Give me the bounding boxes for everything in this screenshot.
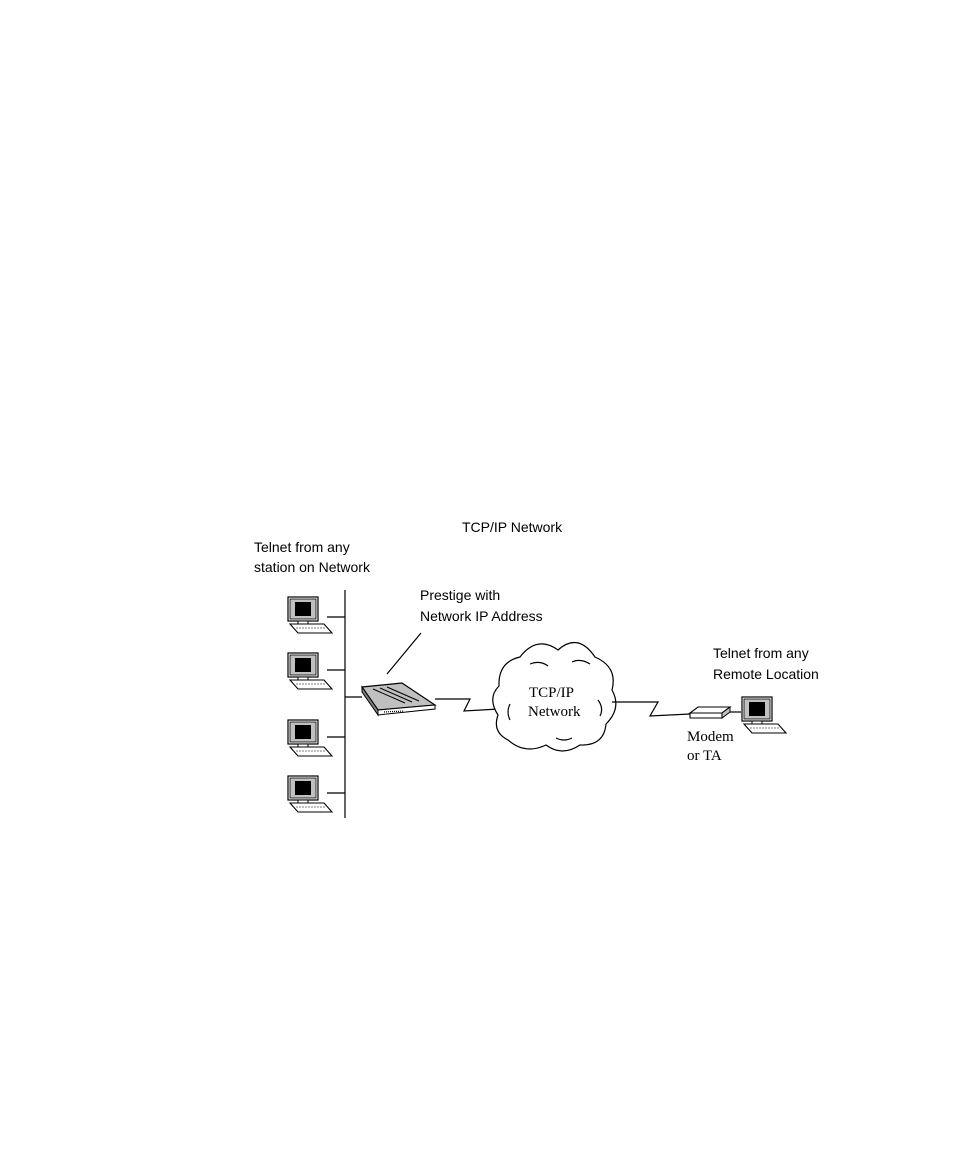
remote-label-line1: Telnet from any: [713, 645, 809, 661]
modem-label-line2: or TA: [687, 748, 722, 764]
prestige-label-line1: Prestige with: [420, 587, 500, 603]
computer-icon: [288, 597, 332, 633]
remote-label-line2: Remote Location: [713, 666, 819, 682]
diagram-title: TCP/IP Network: [462, 519, 563, 535]
modem-label-line1: Modem: [687, 729, 734, 745]
cloud-label-line1: TCP/IP: [529, 685, 574, 701]
local-stations-label-line1: Telnet from any: [254, 539, 350, 555]
modem-icon: [690, 707, 730, 718]
prestige-pointer-line: [387, 633, 421, 674]
wan-link-left: [435, 699, 499, 711]
computer-icon: [288, 653, 332, 689]
wan-link-right: [612, 702, 690, 716]
computer-icon: [288, 776, 332, 812]
computer-icon: [742, 697, 786, 733]
prestige-label-line2: Network IP Address: [420, 608, 543, 624]
router-icon: [362, 683, 435, 715]
cloud-label-line2: Network: [528, 704, 581, 720]
local-stations-label-line2: station on Network: [254, 559, 371, 575]
computer-icon: [288, 720, 332, 756]
